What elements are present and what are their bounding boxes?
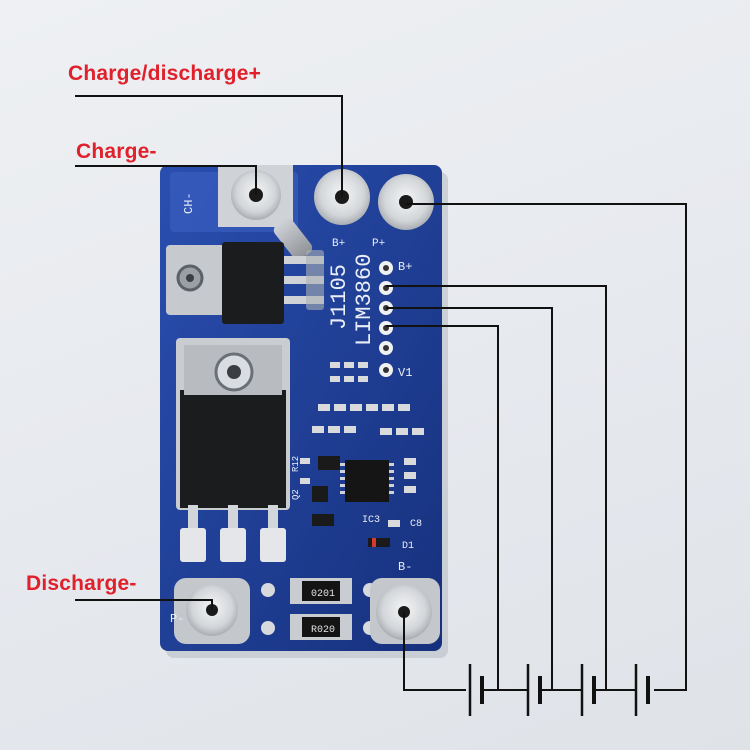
battery-cell-1 [468,664,484,716]
balance-header [379,261,393,377]
resistor-1-text: 0201 [311,589,335,600]
protection-ic [340,460,394,502]
to220-regulator [166,242,324,324]
wire-charge-minus [75,165,257,195]
cap-label: C8 [410,519,422,530]
battery-cell-3 [580,664,596,716]
battery-cell-4 [634,664,650,716]
label-charge-minus: Charge- [76,140,157,163]
label-charge-discharge-plus: Charge/discharge+ [68,62,262,85]
q-label: Q2 [291,489,301,500]
pad-p-plus [378,174,434,230]
battery-cell-2 [526,664,542,716]
header-bplus-silk: B+ [398,260,412,274]
pad-bplus-silk: B+ [332,238,345,250]
shunt-resistor-2 [290,614,352,640]
resistor-2-text: R020 [311,625,335,636]
label-discharge-minus: Discharge- [26,572,137,595]
wiring [75,95,687,691]
wire-balance-1 [386,285,607,690]
model-line1: J1105 [327,264,352,330]
pad-pminus-silk: P- [170,612,184,626]
diode-stripe [372,538,376,547]
ic-label: IC3 [362,515,380,526]
pad-p-minus [174,578,250,644]
shunt-resistor-1 [290,578,352,604]
via-1 [261,583,275,597]
wire-balance-2 [386,307,553,690]
diode-d1 [368,538,390,547]
mosfet-to247 [176,338,290,562]
wire-charge-discharge-plus [75,95,343,197]
diode-label: D1 [402,541,414,552]
small-transistor [312,486,328,502]
wire-b-minus [403,612,466,691]
small-diode [312,514,334,526]
sot-transistor [318,456,340,470]
battery-pack [468,664,650,716]
via-2 [261,621,275,635]
r-label: R12 [291,456,301,472]
wire-discharge-minus [75,599,213,610]
header-v1-silk: V1 [398,366,412,380]
tab-pad [273,218,313,260]
wire-p-plus [406,203,687,691]
pad-left-top-silk: CH- [182,192,196,214]
model-line2: LIM3860 [352,254,377,346]
wire-balance-3 [386,325,499,690]
pad-pplus-silk: P+ [372,238,385,250]
pad-bminus-silk: B- [398,560,412,574]
